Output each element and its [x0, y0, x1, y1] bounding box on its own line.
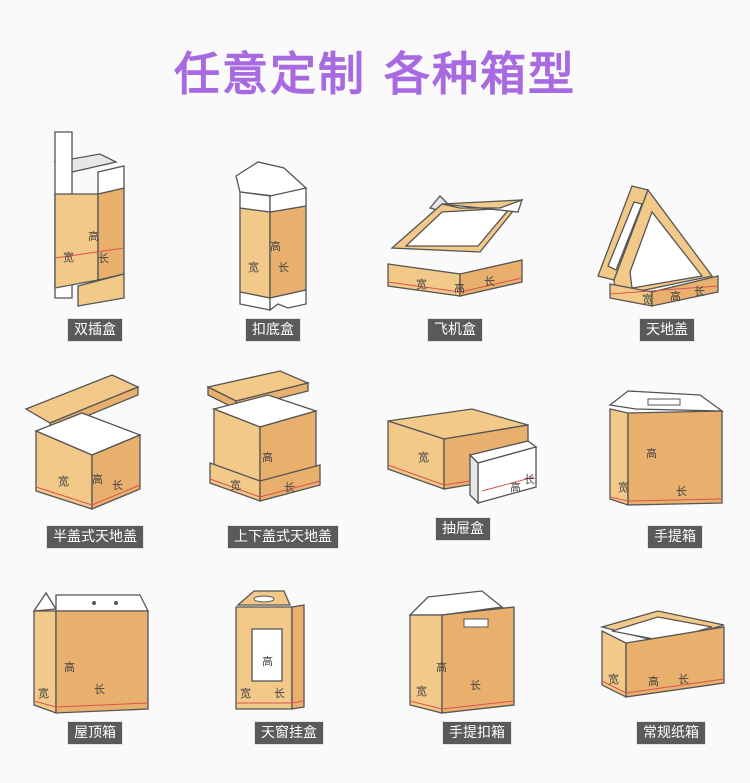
- box-label: 双插盒: [67, 318, 123, 342]
- width-mark: 宽: [608, 672, 619, 686]
- width-mark: 宽: [58, 474, 69, 488]
- width-mark: 宽: [230, 478, 241, 492]
- height-mark: 高: [92, 472, 103, 486]
- height-mark: 高: [270, 239, 281, 253]
- height-mark: 高: [454, 281, 465, 295]
- handle-box-illustration: 高 宽 长: [608, 390, 725, 506]
- width-mark: 宽: [248, 260, 259, 274]
- box-item-top-bottom-lid[interactable]: 高 宽 长 上下盖式天地盖: [206, 365, 358, 555]
- box-label: 上下盖式天地盖: [227, 525, 339, 549]
- length-mark: 长: [274, 687, 285, 700]
- width-mark: 宽: [642, 292, 653, 306]
- length-mark: 长: [94, 683, 105, 696]
- height-mark: 高: [646, 446, 657, 460]
- top-bottom-lid-box-illustration: 高 宽 长: [206, 370, 321, 502]
- length-mark: 长: [112, 479, 123, 492]
- box-label: 飞机盒: [427, 318, 483, 342]
- height-mark: 高: [648, 674, 659, 688]
- length-mark: 长: [694, 285, 705, 298]
- height-mark: 高: [510, 480, 521, 494]
- length-mark: 长: [524, 473, 535, 486]
- length-mark: 长: [676, 485, 687, 498]
- box-label: 屋顶箱: [67, 721, 123, 745]
- width-mark: 宽: [416, 684, 427, 698]
- box-label: 扣底盒: [245, 318, 301, 342]
- box-label: 手提扣箱: [442, 721, 512, 745]
- box-item-drawer[interactable]: 宽 高 长 抽屉盒: [387, 365, 538, 555]
- box-item-regular-carton[interactable]: 宽 高 长 常规纸箱: [596, 585, 746, 775]
- height-mark: 高: [670, 289, 681, 303]
- width-mark: 宽: [416, 277, 427, 291]
- half-lid-box-illustration: 宽 高 长: [24, 374, 142, 510]
- box-item-roof[interactable]: 高 宽 长 屋顶箱: [20, 585, 170, 775]
- box-item-double-tuck[interactable]: 宽 高 长 双插盒: [20, 131, 170, 342]
- length-mark: 长: [470, 679, 481, 692]
- length-mark: 长: [678, 673, 689, 686]
- width-mark: 宽: [63, 250, 74, 264]
- width-mark: 宽: [38, 686, 49, 700]
- box-label: 半盖式天地盖: [46, 525, 144, 549]
- box-item-window-hang[interactable]: 高 宽 长 天窗挂盒: [214, 585, 364, 775]
- box-item-lid-base[interactable]: 宽 高 长 天地盖: [592, 148, 742, 342]
- height-mark: 高: [262, 450, 273, 464]
- lid-and-base-box-illustration: 宽 高 长: [597, 185, 719, 307]
- length-mark: 长: [284, 481, 295, 494]
- width-mark: 宽: [618, 480, 629, 494]
- box-item-handle[interactable]: 高 宽 长 手提箱: [600, 365, 750, 555]
- handle-lock-box-illustration: 高 宽 长: [408, 590, 515, 714]
- box-item-lock-bottom[interactable]: 高 宽 长 扣底盒: [198, 148, 348, 342]
- drawer-box-illustration: 宽 高 长: [387, 408, 538, 505]
- window-hanging-box-illustration: 高 宽 长: [235, 590, 305, 710]
- length-mark: 长: [278, 261, 289, 274]
- height-mark: 高: [262, 654, 273, 668]
- regular-carton-illustration: 宽 高 长: [599, 610, 725, 699]
- width-mark: 宽: [418, 450, 429, 464]
- length-mark: 长: [98, 252, 109, 265]
- box-label: 手提箱: [647, 525, 703, 549]
- height-mark: 高: [436, 660, 447, 674]
- height-mark: 高: [64, 660, 75, 674]
- box-label: 天地盖: [639, 318, 695, 342]
- height-mark: 高: [88, 229, 99, 243]
- box-item-handle-lock[interactable]: 高 宽 长 手提扣箱: [402, 585, 552, 775]
- roof-box-illustration: 高 宽 长: [32, 591, 150, 714]
- lock-bottom-box-illustration: 高 宽 长: [235, 161, 308, 312]
- width-mark: 宽: [240, 686, 251, 700]
- box-item-half-lid[interactable]: 宽 高 长 半盖式天地盖: [20, 365, 170, 555]
- length-mark: 长: [484, 275, 495, 288]
- box-item-airplane[interactable]: 宽 高 长 飞机盒: [380, 148, 530, 342]
- box-label: 抽屉盒: [435, 517, 491, 541]
- double-tuck-box-illustration: 宽 高 长: [53, 131, 125, 307]
- airplane-box-illustration: 宽 高 长: [387, 195, 524, 297]
- page-title: 任意定制 各种箱型: [173, 47, 576, 101]
- box-label: 常规纸箱: [636, 721, 706, 745]
- box-label: 天窗挂盒: [254, 721, 324, 745]
